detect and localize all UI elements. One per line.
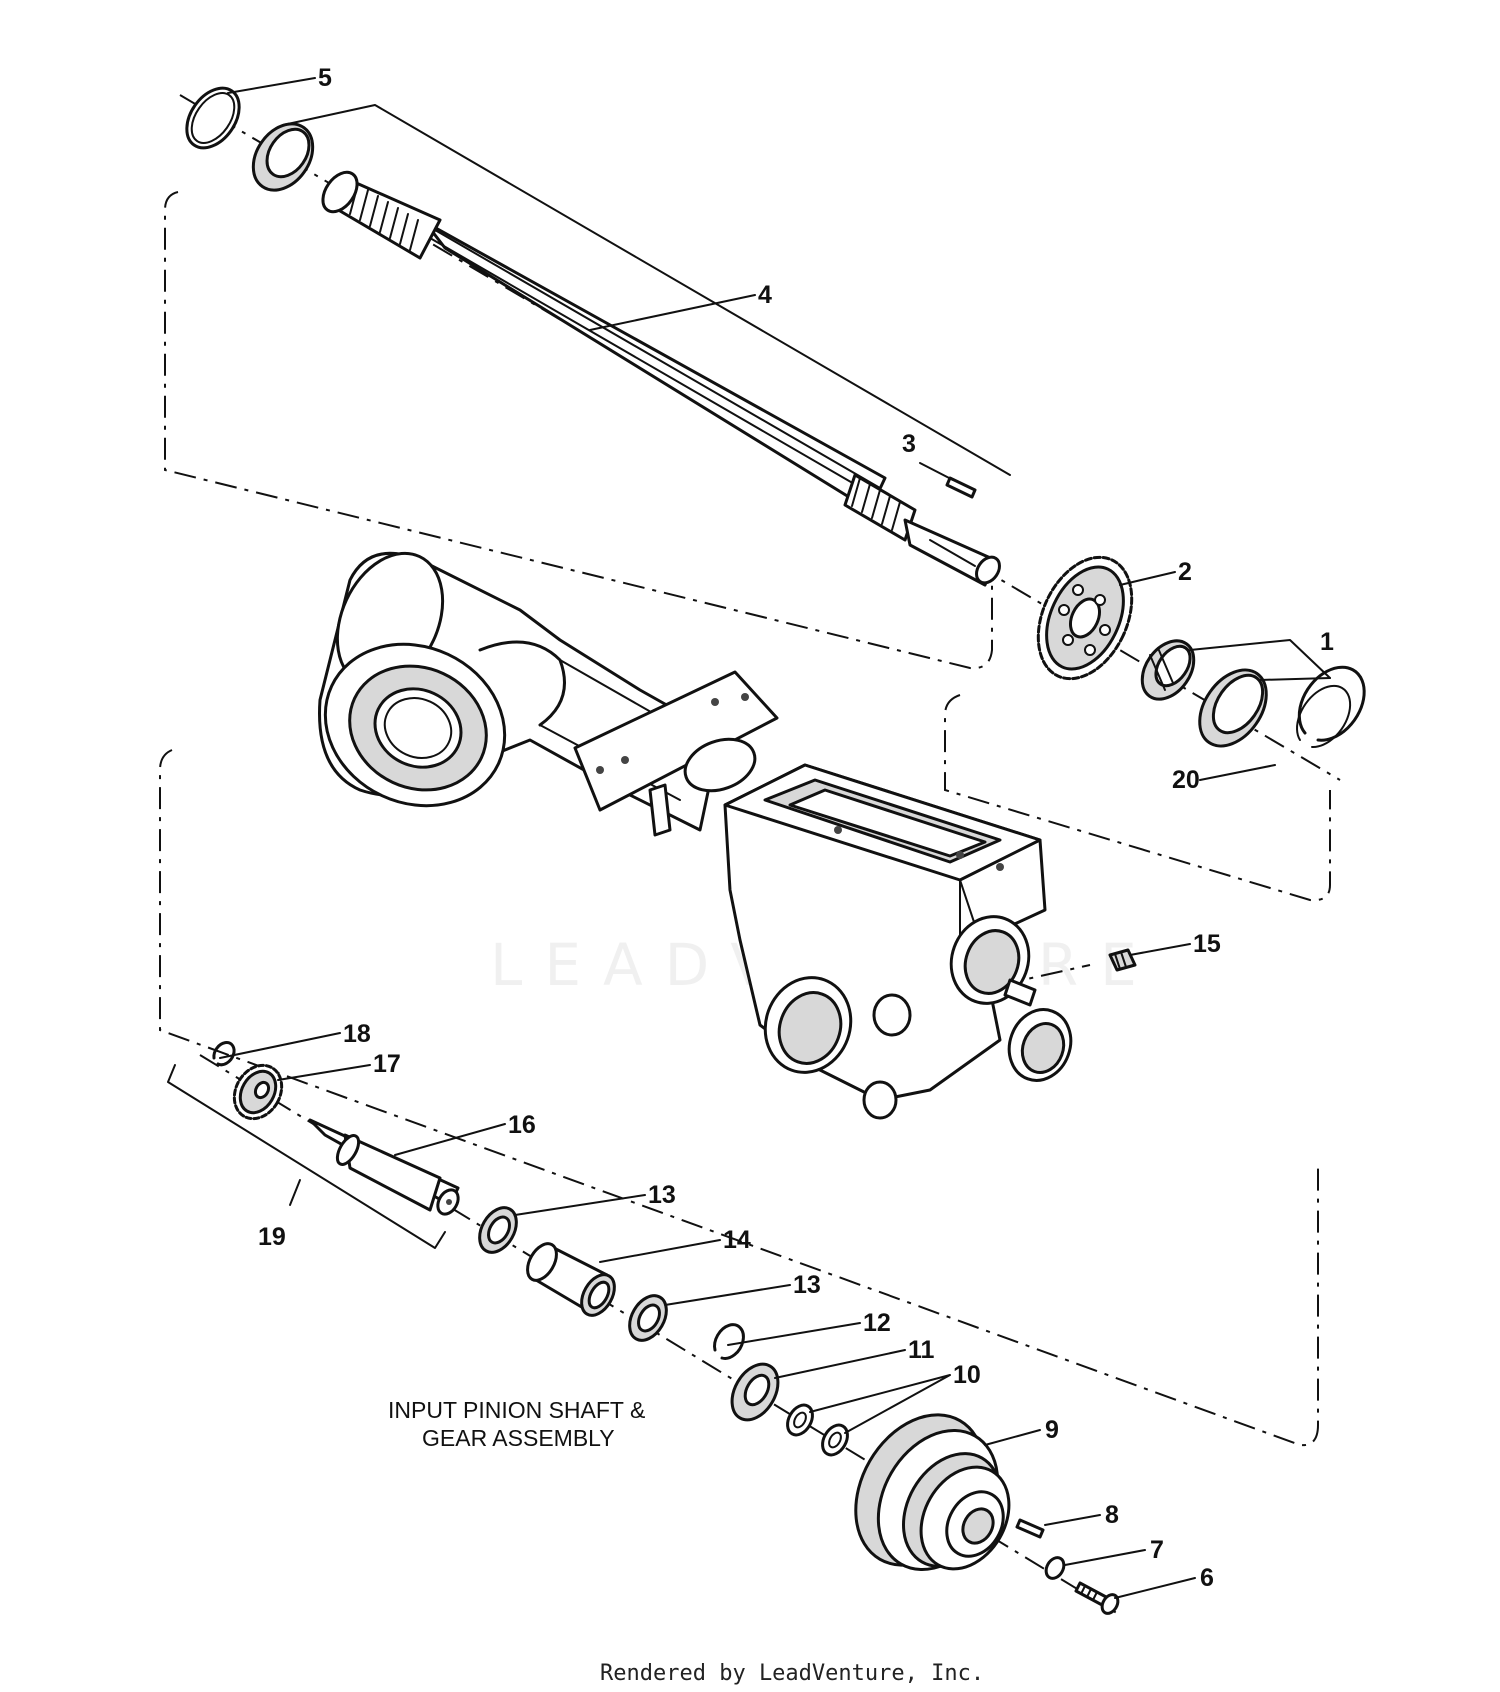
outline-housing-group [159, 749, 1319, 1447]
part-13-thrust-washer-lower [628, 1294, 668, 1342]
part-8-key [1015, 1518, 1045, 1539]
part-20-snap-ring [1296, 665, 1366, 749]
part-4-worm-shaft [321, 170, 1001, 587]
part-7-lock-washer [1044, 1556, 1066, 1580]
callout-4: 4 [758, 281, 772, 309]
part-2-spur-gear [1036, 555, 1134, 681]
part-5-retaining-ring [185, 86, 241, 150]
part-bearing-cup-top [251, 122, 315, 192]
part-12-retaining-ring [713, 1323, 745, 1360]
callout-11: 11 [908, 1336, 935, 1364]
leader-lines [219, 77, 1331, 1599]
callout-8: 8 [1105, 1501, 1119, 1529]
callout-16: 16 [508, 1111, 536, 1139]
part-15-set-screw [1108, 948, 1137, 972]
part-10-washers [786, 1403, 849, 1457]
callout-17: 17 [373, 1050, 401, 1078]
part-6-bolt [1074, 1581, 1120, 1615]
footer-credit: Rendered by LeadVenture, Inc. [600, 1661, 984, 1686]
callout-12: 12 [863, 1309, 891, 1337]
callout-5: 5 [318, 64, 332, 92]
callout-3: 3 [902, 430, 916, 458]
part-14-bushing [526, 1242, 616, 1317]
part-mounting-bracket [573, 670, 779, 837]
callout-20: 20 [1172, 766, 1200, 794]
callout-18: 18 [343, 1020, 371, 1048]
part-16-pinion-shaft [308, 1118, 460, 1216]
part-9-pulley [854, 1413, 1011, 1572]
callout-15: 15 [1193, 930, 1221, 958]
caption-line-2: GEAR ASSEMBLY [422, 1425, 615, 1451]
part-gearbox-case [723, 763, 1073, 1120]
outline-right-group [944, 694, 1331, 902]
part-19-assembly-bracket [167, 1064, 446, 1249]
part-17-pinion-gear [232, 1063, 284, 1121]
caption-line-1: INPUT PINION SHAFT & [388, 1397, 645, 1423]
callout-13-upper: 13 [648, 1181, 676, 1209]
callout-10: 10 [953, 1361, 981, 1389]
callout-19: 19 [258, 1223, 286, 1251]
callout-14: 14 [723, 1226, 751, 1254]
callout-13-lower: 13 [793, 1271, 821, 1299]
callout-2: 2 [1178, 558, 1192, 586]
part-11-bearing [730, 1362, 780, 1422]
part-18-snap-ring [212, 1041, 236, 1067]
callout-9: 9 [1045, 1416, 1059, 1444]
callout-1: 1 [1320, 628, 1334, 656]
callout-6: 6 [1200, 1564, 1214, 1592]
outline-shaft-group [164, 191, 993, 670]
part-13-thrust-washer-upper [478, 1206, 518, 1254]
part-3-key [945, 476, 977, 499]
callout-7: 7 [1150, 1536, 1164, 1564]
part-1-bearing-set [1140, 639, 1268, 748]
